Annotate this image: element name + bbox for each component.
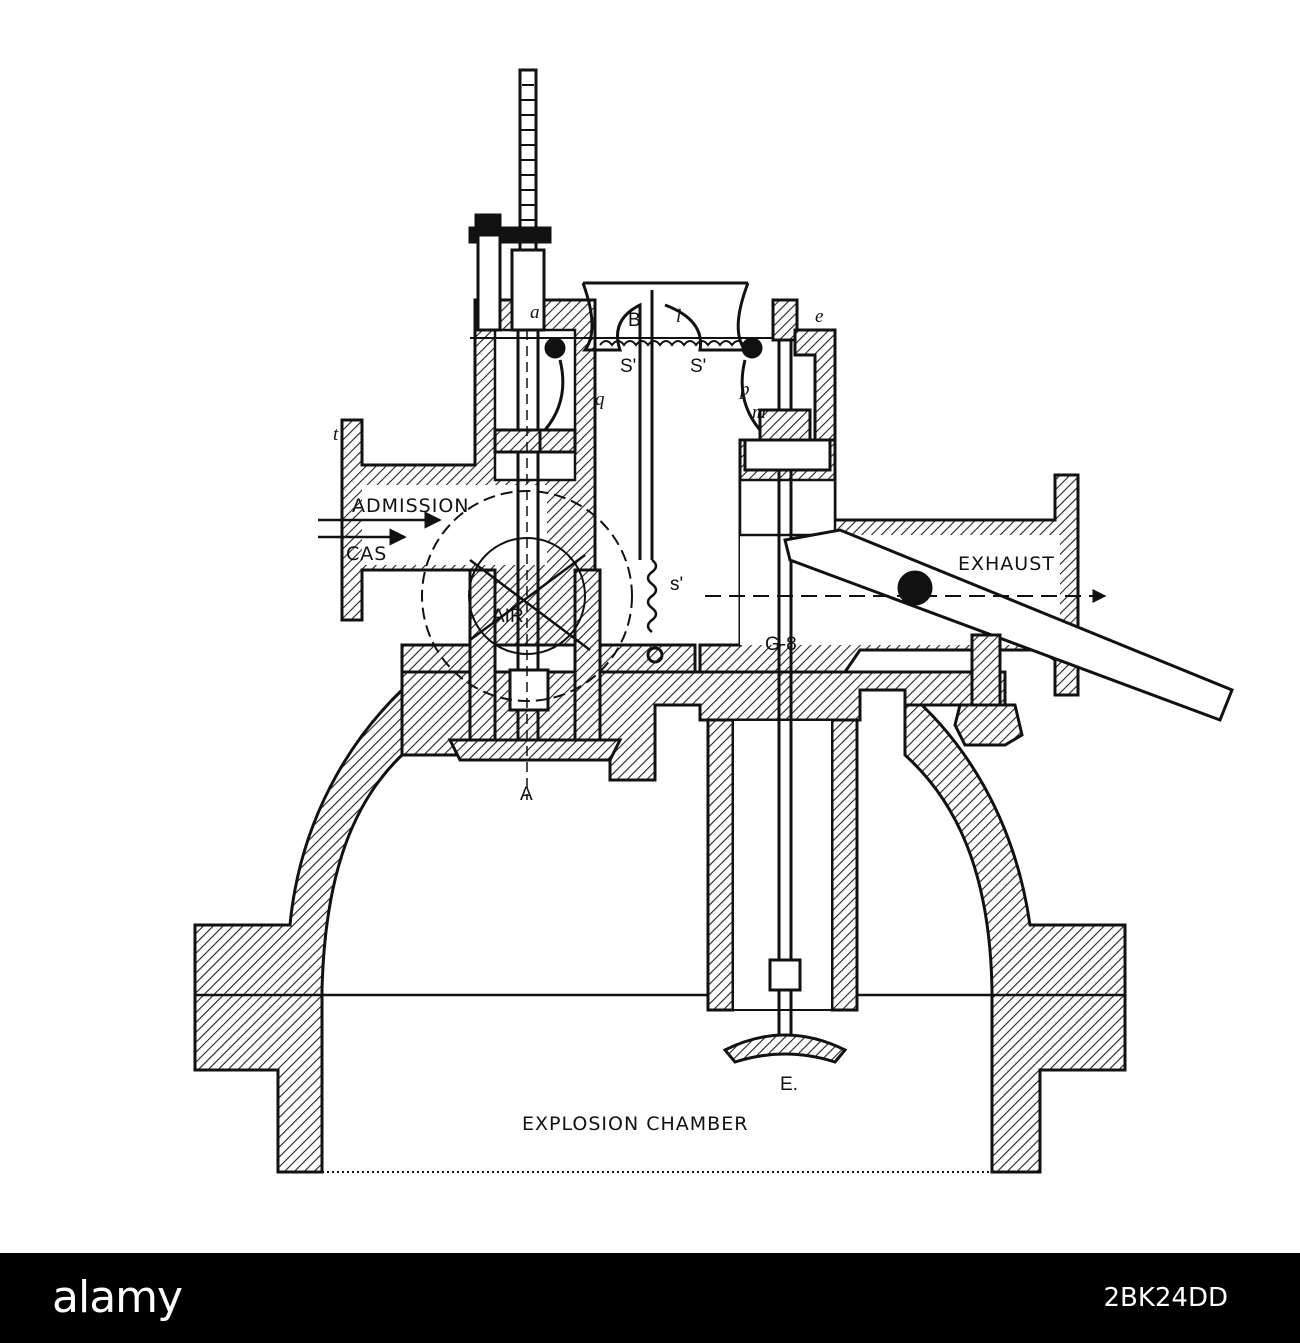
gas-inlet-arrows [318, 511, 442, 546]
label-a: A [520, 784, 533, 805]
label-t: t [333, 424, 339, 445]
label-b: B [628, 310, 641, 331]
bolt [953, 633, 1024, 747]
watermark-footer: alamy 2BK24DD [0, 1253, 1300, 1343]
governor-rod [468, 68, 552, 332]
label-m: m [752, 402, 766, 423]
label-g: G-8 [765, 634, 797, 655]
image-code: 2BK24DD [1103, 1283, 1228, 1313]
label-p: p [738, 379, 750, 400]
brand-logo: alamy [52, 1272, 183, 1323]
admission-valve [493, 280, 577, 740]
label-q: q [595, 389, 605, 410]
label-s-spring: s' [670, 574, 683, 595]
label-exhaust: EXHAUST [958, 553, 1055, 575]
engine-valve-diagram: ADMISSION CAS AIR EXHAUST EXPLOSION CHAM… [193, 68, 1234, 1174]
label-gas: CAS [346, 543, 387, 565]
label-s-left: S' [620, 356, 636, 377]
label-admission: ADMISSION [352, 495, 470, 517]
label-air: AIR [492, 606, 524, 627]
admission-valve-cage [447, 568, 623, 762]
exhaust-valve-top [743, 298, 837, 472]
label-s-right: S' [690, 356, 706, 377]
label-a-small: a [530, 302, 540, 323]
label-l: l [676, 306, 681, 327]
diagram-svg: ADMISSION CAS AIR EXHAUST EXPLOSION CHAM… [193, 68, 1234, 1174]
label-e: E. [780, 1074, 798, 1095]
label-e-small: e [815, 306, 823, 327]
rocker-frame [470, 281, 830, 664]
label-explosion-chamber: EXPLOSION CHAMBER [522, 1113, 748, 1135]
